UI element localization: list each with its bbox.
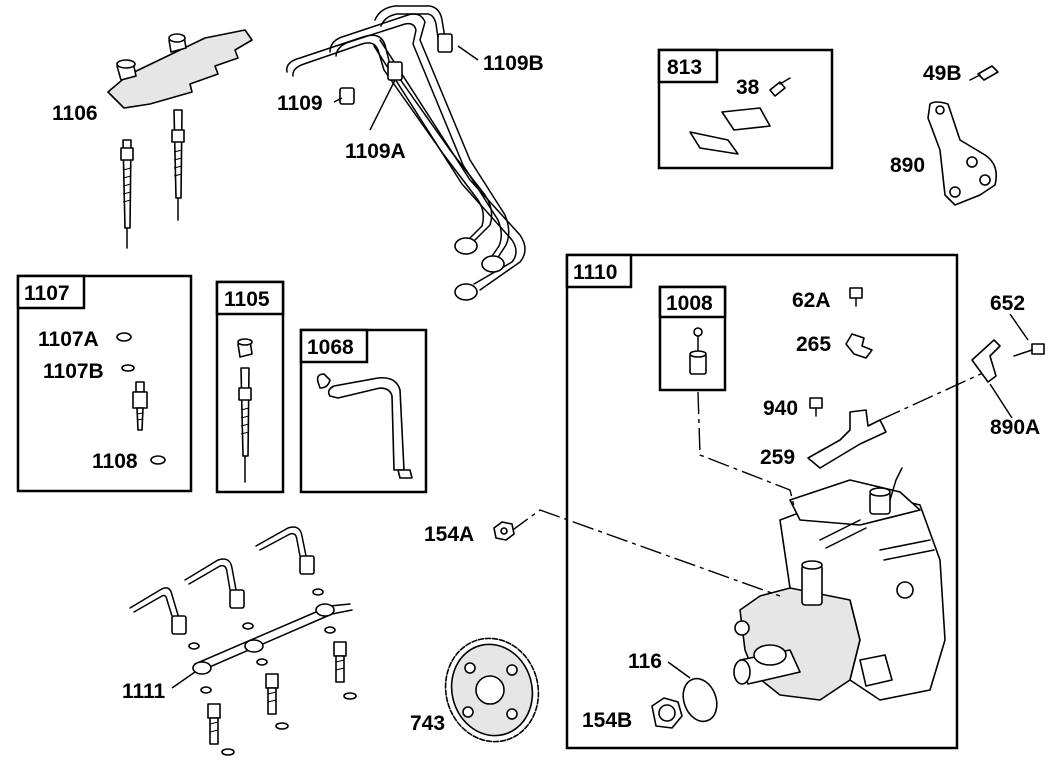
label-1109B: 1109B bbox=[483, 52, 544, 75]
clamp-1068-lower bbox=[397, 469, 413, 479]
kit-1107-box: 1107 1107A 1107B 1108 bbox=[16, 274, 193, 493]
clip-lower bbox=[689, 131, 739, 155]
kit-813-box: 813 38 bbox=[657, 48, 834, 170]
pipe-fitting-1109A bbox=[387, 61, 403, 81]
part-652-890A: 652 890A bbox=[971, 292, 1045, 439]
label-890A: 890A bbox=[990, 416, 1040, 439]
part-1111-return-lines: 1111 bbox=[122, 526, 357, 756]
part-1106-group: 1106 bbox=[52, 29, 253, 249]
label-62A: 62A bbox=[792, 289, 831, 312]
label-49B: 49B bbox=[923, 62, 962, 85]
label-1107: 1107 bbox=[24, 282, 70, 305]
label-813: 813 bbox=[667, 56, 702, 79]
bolt-62A bbox=[849, 287, 863, 299]
pipe-fitting-1109B bbox=[437, 33, 453, 53]
assembly-1110-box: 1110 1008 62A 265 940 259 bbox=[509, 253, 986, 750]
label-1108: 1108 bbox=[92, 450, 138, 473]
bracket-890A bbox=[971, 339, 1001, 383]
label-1008: 1008 bbox=[666, 292, 713, 315]
label-154B: 154B bbox=[582, 709, 632, 732]
injection-pump-1110 bbox=[733, 467, 946, 701]
bolt-49B bbox=[977, 65, 999, 81]
label-38: 38 bbox=[736, 76, 760, 99]
washer-1108 bbox=[150, 455, 166, 465]
label-743: 743 bbox=[410, 712, 445, 735]
injector-rod-right bbox=[171, 109, 185, 221]
bracket-265 bbox=[845, 333, 873, 359]
label-1107B: 1107B bbox=[43, 360, 104, 383]
washer-1107A bbox=[116, 332, 132, 342]
gear-743: 743 bbox=[410, 637, 540, 743]
part-1109-pipes: 1109 1109A 1109B bbox=[277, 5, 544, 301]
label-940: 940 bbox=[763, 397, 798, 420]
label-154A: 154A bbox=[424, 523, 474, 546]
pump-plunger bbox=[801, 564, 823, 606]
oring-116 bbox=[682, 677, 718, 723]
label-265: 265 bbox=[796, 333, 831, 356]
valve-1008 bbox=[689, 327, 707, 375]
part-890-group: 49B 890 bbox=[890, 62, 999, 206]
label-1106: 1106 bbox=[52, 102, 98, 125]
label-1109A: 1109A bbox=[345, 140, 406, 163]
fitting-1107 bbox=[132, 381, 148, 431]
bolt-940 bbox=[809, 397, 823, 409]
pipe-fitting-1109 bbox=[339, 87, 355, 105]
label-652: 652 bbox=[990, 292, 1025, 315]
pipe-nut-3 bbox=[454, 283, 478, 301]
hose-1068 bbox=[327, 376, 405, 471]
pipe-nut-1 bbox=[454, 237, 478, 255]
pipe-nut-2 bbox=[481, 255, 505, 273]
label-1111: 1111 bbox=[122, 680, 166, 703]
kit-1105-box: 1105 bbox=[215, 280, 285, 494]
label-1068: 1068 bbox=[307, 336, 354, 359]
kit-1068-box: 1068 bbox=[299, 328, 428, 494]
bolt-652 bbox=[1031, 343, 1045, 355]
label-1107A: 1107A bbox=[38, 328, 99, 351]
screw-38 bbox=[769, 81, 786, 97]
label-1110: 1110 bbox=[573, 261, 617, 284]
injector-rod-left bbox=[120, 139, 134, 249]
label-890: 890 bbox=[890, 154, 925, 177]
bracket-259 bbox=[807, 409, 887, 469]
clamp-plate bbox=[107, 29, 253, 109]
label-259: 259 bbox=[760, 446, 795, 469]
clip-upper bbox=[721, 107, 771, 131]
label-1109: 1109 bbox=[277, 92, 323, 115]
nut-left-top bbox=[116, 59, 136, 69]
rod-1105 bbox=[238, 367, 252, 483]
label-1105: 1105 bbox=[224, 288, 270, 311]
clamp-1068 bbox=[316, 373, 331, 389]
part-154A: 154A bbox=[424, 521, 515, 546]
label-116: 116 bbox=[628, 650, 662, 673]
washer-1107B bbox=[121, 364, 135, 372]
nut-right-top bbox=[168, 33, 186, 43]
bracket-890 bbox=[927, 101, 998, 206]
